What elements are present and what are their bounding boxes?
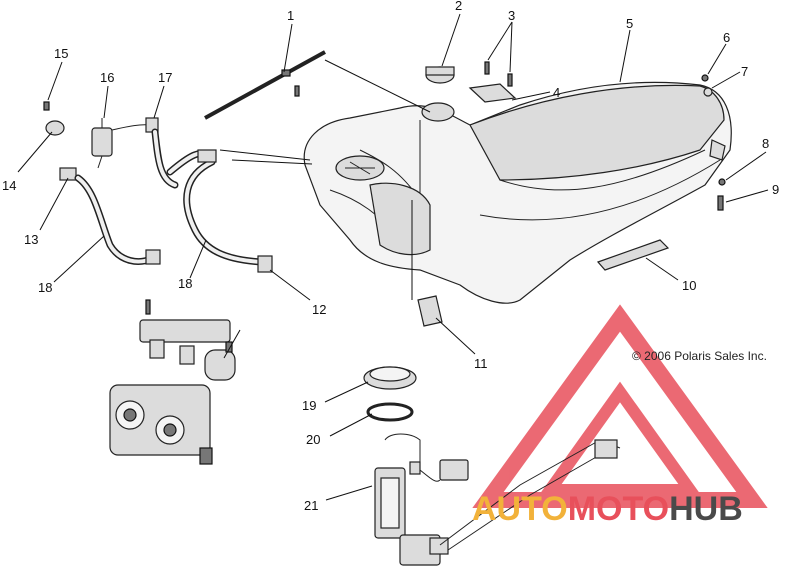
watermark-hub: HUB [669, 490, 743, 528]
filler-neck [421, 102, 455, 122]
screw-15 [43, 101, 50, 111]
fuel-pump-assembly [374, 433, 621, 566]
fitting-12 [257, 255, 273, 273]
fuel-filter-16 [91, 118, 113, 169]
fitting-18-left [145, 249, 161, 265]
tank-front-panel [369, 182, 431, 256]
tank-bumper [417, 295, 443, 327]
callout-14: 14 [2, 178, 16, 193]
nut-8 [718, 178, 726, 186]
vent-clip [281, 69, 291, 77]
bolt-9 [717, 195, 724, 211]
callout-17: 17 [158, 70, 172, 85]
callout-3: 3 [508, 8, 515, 23]
fuel-tank-seat-assembly [303, 81, 732, 304]
pump-opening-detail [345, 161, 375, 175]
callout-11: 11 [474, 356, 488, 371]
callout-18-left: 18 [38, 280, 52, 295]
watermark-logo [472, 304, 768, 508]
callout-21: 21 [304, 498, 318, 513]
copyright-text: © 2006 Polaris Sales Inc. [632, 349, 767, 363]
filter-line [111, 124, 151, 131]
watermark-triangle-inner [538, 381, 702, 496]
fuel-rail [139, 299, 236, 381]
washer-7 [703, 87, 713, 97]
callout-7: 7 [741, 64, 748, 79]
vent-valve [294, 85, 300, 97]
callout-18-right: 18 [178, 276, 192, 291]
callout-1: 1 [287, 8, 294, 23]
watermark-moto: MOTO [568, 490, 669, 528]
gas-cap [425, 66, 455, 84]
callout-6: 6 [723, 30, 730, 45]
callout-12: 12 [312, 302, 326, 317]
callout-2: 2 [455, 0, 462, 13]
watermark-triangle-outer [472, 304, 768, 508]
clamp-14 [45, 120, 65, 136]
tank-mount-tab [709, 139, 726, 161]
callout-19: 19 [302, 398, 316, 413]
watermark-text: AUTOMOTOHUB [472, 490, 743, 528]
bracket [468, 83, 517, 103]
tank-contour [479, 159, 721, 221]
screw-a [484, 61, 490, 75]
callout-labels: 1 2 3 4 5 6 7 8 9 10 11 12 13 14 15 16 1… [2, 0, 779, 513]
tank-pad [596, 239, 670, 271]
fitting-13 [59, 167, 77, 181]
o-ring [366, 402, 414, 422]
callout-4: 4 [553, 85, 560, 100]
callout-10: 10 [682, 278, 696, 293]
callout-16: 16 [100, 70, 114, 85]
callout-9: 9 [772, 182, 779, 197]
fitting-upper [197, 149, 217, 163]
callout-13: 13 [24, 232, 38, 247]
callout-8: 8 [762, 136, 769, 151]
lock-ring [363, 366, 417, 390]
hose-18-right [183, 158, 266, 266]
callout-15: 15 [54, 46, 68, 61]
seat-top [469, 84, 725, 181]
seat-edge [499, 149, 706, 191]
vent-line [204, 50, 326, 120]
screw-b [507, 73, 513, 87]
callout-5: 5 [626, 16, 633, 31]
leader-lines [17, 13, 769, 501]
watermark-auto: AUTO [472, 490, 568, 528]
throttle-body [109, 384, 213, 465]
nut-6 [701, 74, 709, 82]
callout-20: 20 [306, 432, 320, 447]
